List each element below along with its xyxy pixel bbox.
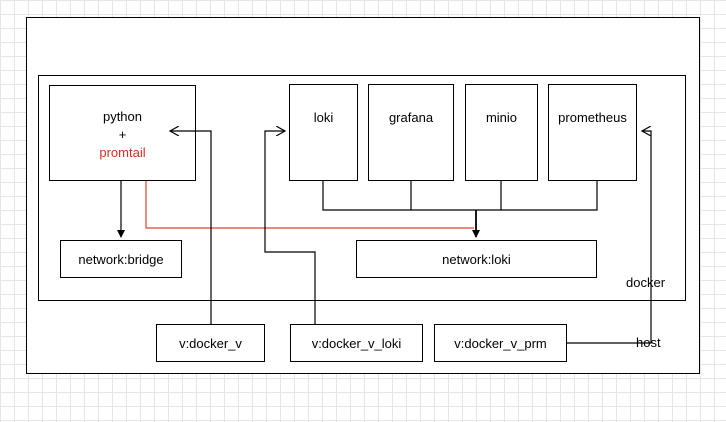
volume-docker-v-loki-node[interactable]: v:docker_v_loki: [290, 324, 423, 362]
loki-label: loki: [313, 110, 334, 125]
network-loki-node[interactable]: network:loki: [356, 240, 597, 278]
prometheus-label: prometheus: [558, 110, 627, 125]
minio-label: minio: [485, 110, 518, 125]
prometheus-node[interactable]: prometheus: [548, 84, 637, 181]
volume-docker-v-node[interactable]: v:docker_v: [156, 324, 265, 362]
docker-label: docker: [626, 275, 666, 290]
volume-docker-v-loki-label: v:docker_v_loki: [311, 335, 402, 351]
network-loki-label: network:loki: [442, 251, 511, 267]
plus-label: +: [118, 127, 127, 142]
grafana-node[interactable]: grafana: [368, 84, 454, 181]
minio-node[interactable]: minio: [465, 84, 538, 181]
host-label: host: [636, 335, 661, 350]
volume-docker-v-prm-node[interactable]: v:docker_v_prm: [434, 324, 567, 362]
volume-docker-v-prm-label: v:docker_v_prm: [454, 335, 547, 351]
network-bridge-label: network:bridge: [78, 251, 164, 267]
python-promtail-node[interactable]: python + promtail: [49, 85, 196, 181]
python-label: python: [102, 109, 143, 124]
volume-docker-v-label: v:docker_v: [179, 335, 242, 351]
promtail-label: promtail: [99, 145, 146, 160]
grafana-label: grafana: [388, 110, 434, 125]
network-bridge-node[interactable]: network:bridge: [60, 240, 182, 278]
loki-node[interactable]: loki: [289, 84, 358, 181]
